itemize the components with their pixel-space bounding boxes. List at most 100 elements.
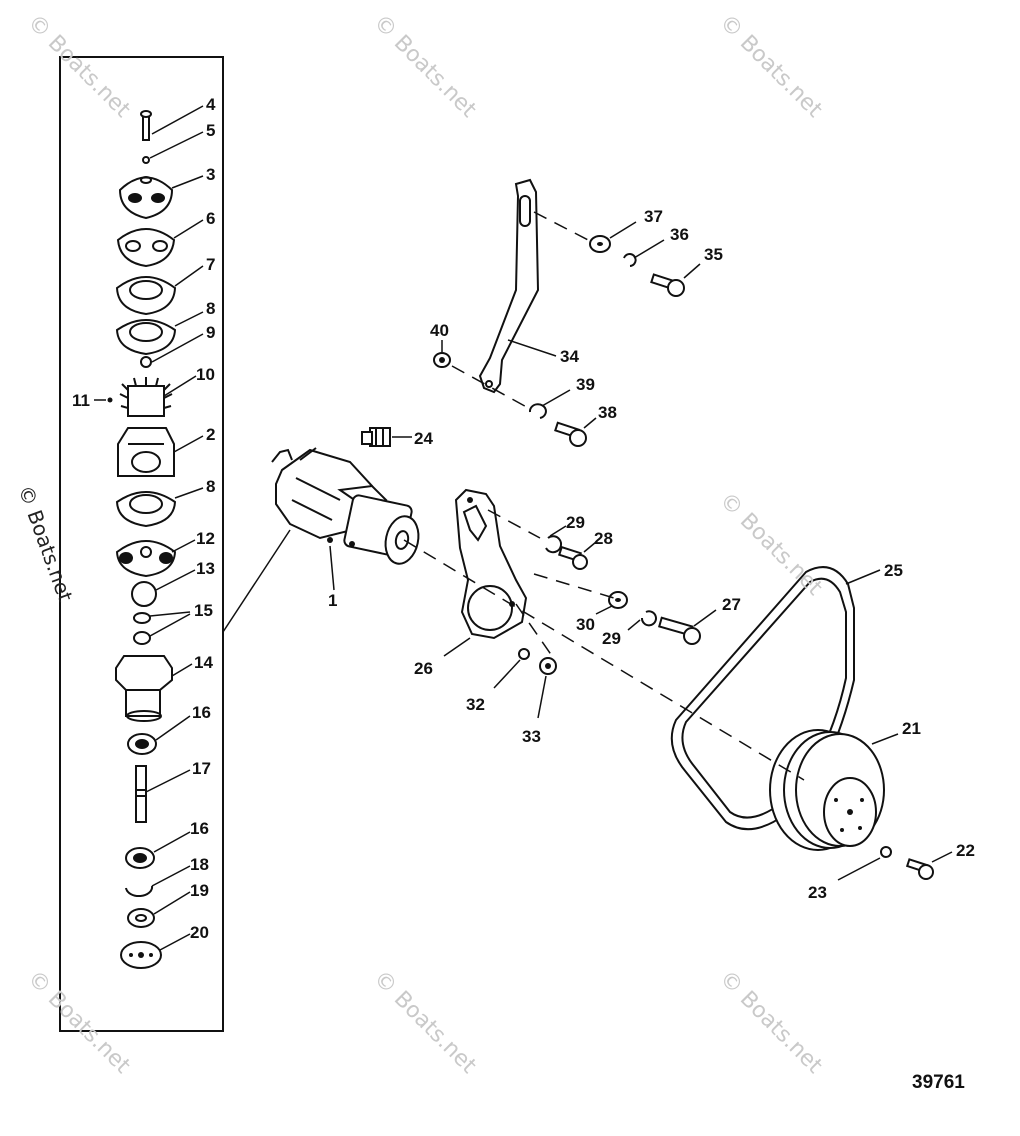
callout-29-lower: 29 xyxy=(602,629,621,648)
callout-22: 22 xyxy=(956,841,975,860)
callout-33: 33 xyxy=(522,727,541,746)
washer-32-leader xyxy=(493,659,521,689)
callout-8-lower: 8 xyxy=(206,477,215,496)
callout-12: 12 xyxy=(196,529,215,548)
pump-washer-lower xyxy=(127,908,155,928)
callout-17: 17 xyxy=(192,759,211,778)
callout-23: 23 xyxy=(808,883,827,902)
lock-washer-36 xyxy=(623,253,637,267)
lock-washer-29-upper xyxy=(545,535,563,554)
o-ring xyxy=(131,581,157,607)
callout-14: 14 xyxy=(194,653,213,672)
callout-21: 21 xyxy=(902,719,921,738)
bolt-27 xyxy=(658,616,701,645)
bearing-upper xyxy=(127,733,157,755)
callout-34: 34 xyxy=(560,347,579,366)
lock-washer-39 xyxy=(528,403,547,419)
callout-20: 20 xyxy=(190,923,209,942)
callout-25: 25 xyxy=(884,561,903,580)
nut-33-leader xyxy=(537,675,547,719)
washer-23-leader xyxy=(837,857,881,881)
bolt-22-leader xyxy=(931,851,953,863)
nut-33 xyxy=(539,657,557,675)
callout-16-upper: 16 xyxy=(192,703,211,722)
bracket-leader xyxy=(443,637,471,657)
washer-30 xyxy=(608,591,628,609)
pump-assembly-frame xyxy=(59,56,224,1032)
drawing-number: 39761 xyxy=(912,1072,965,1093)
callout-32: 32 xyxy=(466,695,485,714)
pulley xyxy=(769,729,885,851)
callout-10: 10 xyxy=(196,365,215,384)
callout-35: 35 xyxy=(704,245,723,264)
seal-lower xyxy=(133,631,151,645)
pump-washer xyxy=(142,156,150,164)
washer-32 xyxy=(518,648,530,660)
pump-shaft xyxy=(135,765,147,823)
callout-8-upper: 8 xyxy=(206,299,215,318)
washer-30-leader xyxy=(595,605,613,615)
callout-2: 2 xyxy=(206,425,215,444)
lock-washer-36-leader xyxy=(633,239,665,259)
pump-o-ring-small xyxy=(140,356,152,368)
adjust-bracket-leader xyxy=(507,339,557,357)
bolt-35-leader xyxy=(683,263,701,279)
bolt-27-leader xyxy=(693,609,717,627)
callout-numbers: 4 5 3 6 7 8 9 10 11 2 8 12 13 15 14 16 1… xyxy=(72,95,975,942)
adjusting-bracket xyxy=(478,178,540,394)
callout-37: 37 xyxy=(644,207,663,226)
pump-flange xyxy=(120,941,162,969)
washer-37-leader xyxy=(609,221,637,239)
callout-36: 36 xyxy=(670,225,689,244)
pump-screw xyxy=(140,110,152,141)
callout-6: 6 xyxy=(206,209,215,228)
callout-13: 13 xyxy=(196,559,215,578)
wear-plate xyxy=(115,540,177,578)
lock-washer-29-lower xyxy=(640,610,657,627)
callout-1: 1 xyxy=(328,591,337,610)
pump-leader xyxy=(329,545,335,591)
bolt-22 xyxy=(905,858,934,880)
left-column-leaders xyxy=(94,105,204,951)
assembly-center-lines xyxy=(403,211,805,781)
pump-cover-plate xyxy=(118,176,174,220)
callout-18: 18 xyxy=(190,855,209,874)
callout-15: 15 xyxy=(194,601,213,620)
pump-body xyxy=(115,655,173,722)
bolt-28 xyxy=(557,545,588,570)
callout-7: 7 xyxy=(206,255,215,274)
assembly-to-pump-leader xyxy=(222,529,291,633)
fitting xyxy=(361,427,391,447)
callout-29-upper: 29 xyxy=(566,513,585,532)
callout-5: 5 xyxy=(206,121,215,140)
callout-40: 40 xyxy=(430,321,449,340)
bolt-35 xyxy=(650,273,685,297)
lock-washer-29-upper-leader xyxy=(549,525,567,537)
lock-washer-29-lower-leader xyxy=(627,619,641,631)
callout-27: 27 xyxy=(722,595,741,614)
pump-gasket-lower xyxy=(115,491,177,528)
snap-ring xyxy=(125,885,154,897)
belt-leader xyxy=(845,569,881,585)
washer-37 xyxy=(589,235,611,253)
callout-19: 19 xyxy=(190,881,209,900)
callout-16-lower: 16 xyxy=(190,819,209,838)
pump-plate xyxy=(115,276,177,316)
callout-9: 9 xyxy=(206,323,215,342)
pulley-leader xyxy=(871,733,899,745)
seal-upper xyxy=(133,612,151,624)
callout-11: 11 xyxy=(72,391,90,410)
nut-40 xyxy=(433,352,451,368)
bolt-38 xyxy=(554,421,587,447)
callout-24: 24 xyxy=(414,429,433,448)
callout-30: 30 xyxy=(576,615,595,634)
bolt-28-leader xyxy=(583,541,597,553)
bearing-lower xyxy=(125,847,155,869)
callout-39: 39 xyxy=(576,375,595,394)
callout-26: 26 xyxy=(414,659,433,678)
callout-3: 3 xyxy=(206,165,215,184)
impeller xyxy=(119,377,173,417)
steering-pump xyxy=(271,447,420,565)
callout-28: 28 xyxy=(594,529,613,548)
